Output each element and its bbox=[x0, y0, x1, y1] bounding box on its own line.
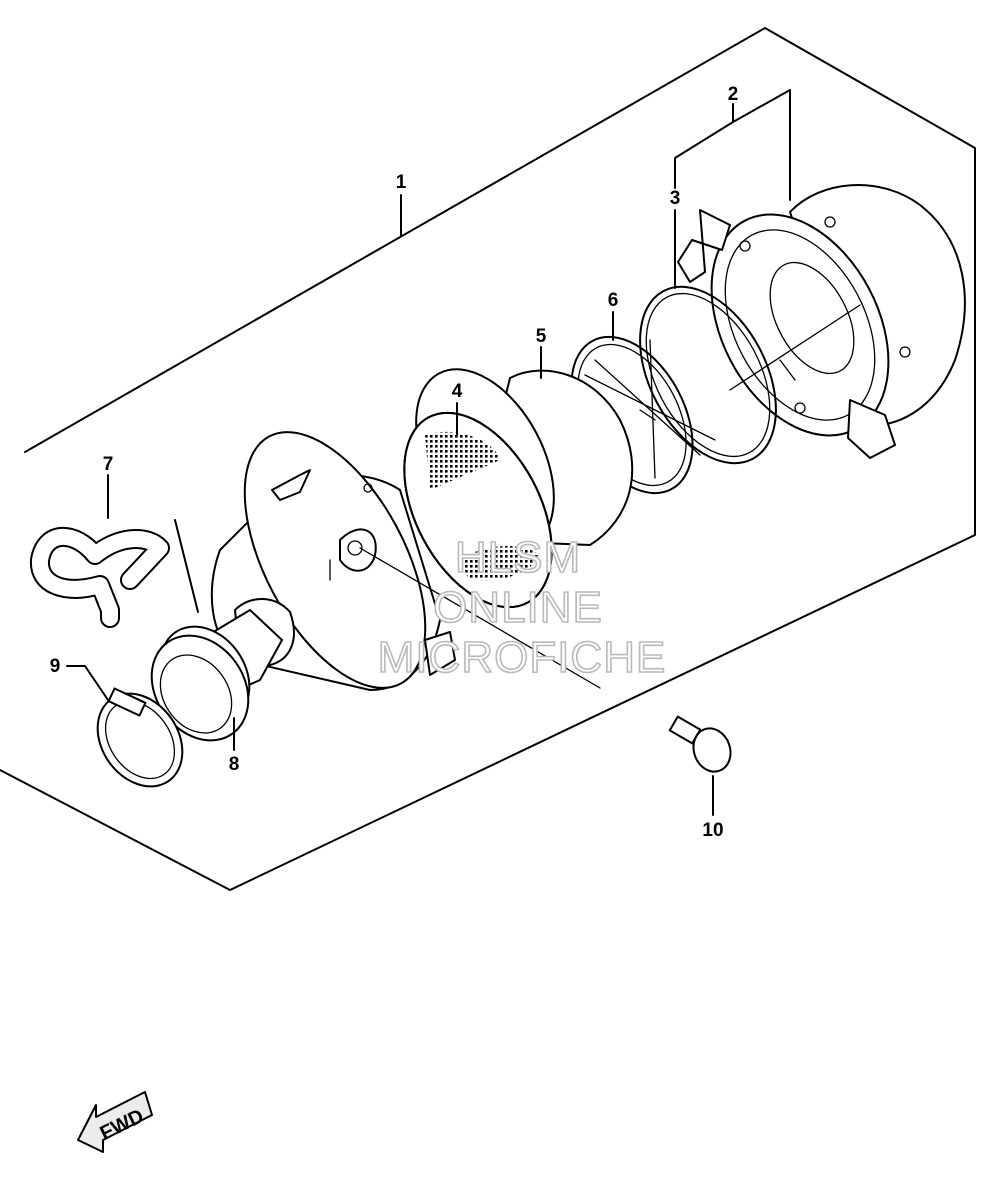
forward-arrow: FWD bbox=[77, 1091, 153, 1153]
callout-10: 10 bbox=[702, 820, 723, 841]
callout-8: 8 bbox=[229, 754, 240, 775]
fwd-arrow-icon bbox=[77, 1091, 153, 1153]
hose-clamp bbox=[96, 687, 184, 788]
callout-9: 9 bbox=[50, 656, 61, 677]
callout-labels: 1 2 3 4 5 6 7 8 9 10 bbox=[50, 84, 739, 841]
mesh-screen bbox=[403, 411, 553, 609]
watermark-line-2: ONLINE bbox=[433, 583, 603, 632]
assembly-frame bbox=[0, 27, 976, 891]
housing-cap bbox=[677, 184, 966, 459]
watermark-line-1: HLSM bbox=[455, 533, 581, 582]
watermark-line-3: MICROFICHE bbox=[378, 633, 667, 682]
watermark: HLSM ONLINE MICROFICHE bbox=[377, 532, 667, 683]
mounting-bolt bbox=[359, 547, 732, 773]
callout-4: 4 bbox=[452, 381, 463, 402]
breather-hose bbox=[30, 519, 199, 628]
callout-6: 6 bbox=[608, 290, 619, 311]
callout-2: 2 bbox=[728, 84, 739, 105]
duct-seal bbox=[150, 634, 250, 742]
callout-5: 5 bbox=[536, 326, 547, 347]
callout-3: 3 bbox=[670, 188, 681, 209]
seal-ring bbox=[639, 285, 777, 465]
callout-1: 1 bbox=[396, 172, 407, 193]
callout-leaders bbox=[66, 89, 791, 816]
callout-7: 7 bbox=[103, 454, 114, 475]
